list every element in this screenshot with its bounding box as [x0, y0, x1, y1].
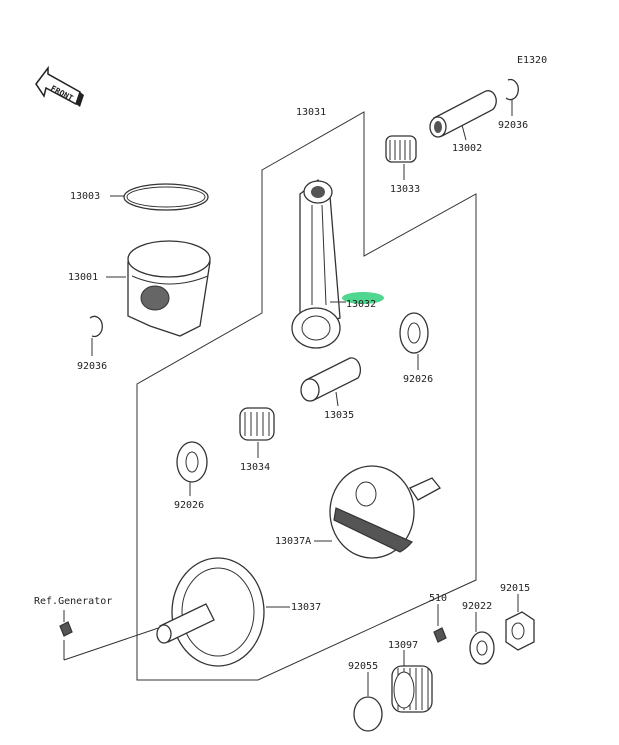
label-13035[interactable]: 13035 — [324, 410, 354, 421]
thrust-washer-92026-left — [176, 441, 208, 483]
label-13002[interactable]: 13002 — [452, 143, 482, 154]
crank-pin-13035 — [300, 357, 362, 402]
thrust-washer-92026-right — [399, 312, 429, 354]
label-13037A[interactable]: 13037A — [275, 536, 311, 547]
label-92036-left[interactable]: 92036 — [77, 361, 107, 372]
woodruff-key-icon — [59, 621, 73, 637]
nut-92015 — [505, 611, 535, 651]
label-92026-left[interactable]: 92026 — [174, 500, 204, 511]
highlight-marker — [342, 292, 384, 304]
label-92055[interactable]: 92055 — [348, 661, 378, 672]
label-13003[interactable]: 13003 — [70, 191, 100, 202]
needle-bearing-13034 — [239, 407, 275, 441]
crank-flywheel-13037 — [156, 557, 265, 667]
label-13037[interactable]: 13037 — [291, 602, 321, 613]
label-92036-top[interactable]: 92036 — [498, 120, 528, 131]
label-510[interactable]: 510 — [429, 593, 447, 604]
label-13032[interactable]: 13032 — [346, 299, 376, 310]
connecting-rod-13032 — [291, 179, 341, 349]
assembly-outline — [136, 111, 477, 681]
label-13031[interactable]: 13031 — [296, 107, 326, 118]
label-13034[interactable]: 13034 — [240, 462, 270, 473]
label-92022[interactable]: 92022 — [462, 601, 492, 612]
piston-13001 — [127, 240, 211, 337]
washer-92022 — [469, 631, 495, 665]
circlip-92036-left — [89, 315, 103, 338]
crank-flywheel-13037A — [329, 465, 441, 559]
label-13097[interactable]: 13097 — [388, 640, 418, 651]
needle-bearing-13033 — [385, 135, 417, 163]
label-13033[interactable]: 13033 — [390, 184, 420, 195]
label-ref-generator[interactable]: Ref.Generator — [34, 596, 112, 607]
key-510 — [433, 627, 447, 643]
label-92015[interactable]: 92015 — [500, 583, 530, 594]
circlip-92036-top — [505, 78, 519, 101]
gear-13097 — [391, 665, 433, 713]
piston-pin-13002 — [429, 90, 497, 138]
diagram-code: E1320 — [517, 55, 547, 66]
label-13001[interactable]: 13001 — [68, 272, 98, 283]
label-92026-right[interactable]: 92026 — [403, 374, 433, 385]
piston-ring-13003 — [123, 183, 209, 211]
o-ring-92055 — [353, 696, 383, 732]
front-arrow-icon: FRONT — [35, 65, 84, 107]
